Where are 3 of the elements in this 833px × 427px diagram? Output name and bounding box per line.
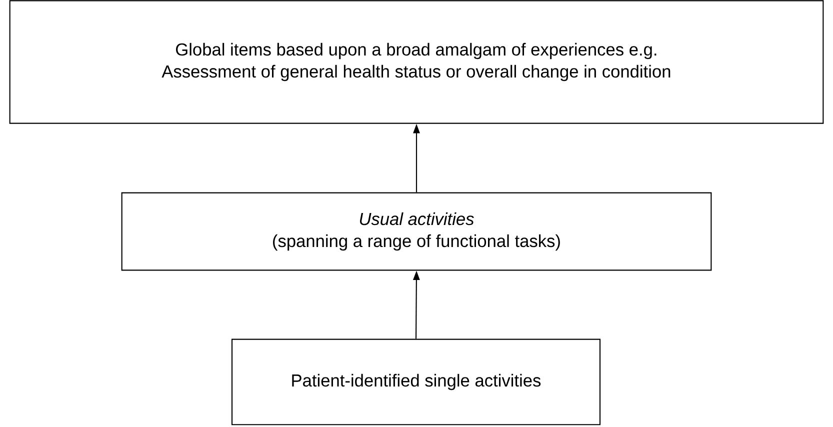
text-box: Usual activities (spanning a range of functional tasks)	[121, 192, 712, 271]
text-box: Patient-identified single activities	[231, 338, 601, 426]
text-box: Global items based upon a broad amalgam of experiences e.g. Assessment of general health status or overall change in condition	[9, 0, 824, 124]
